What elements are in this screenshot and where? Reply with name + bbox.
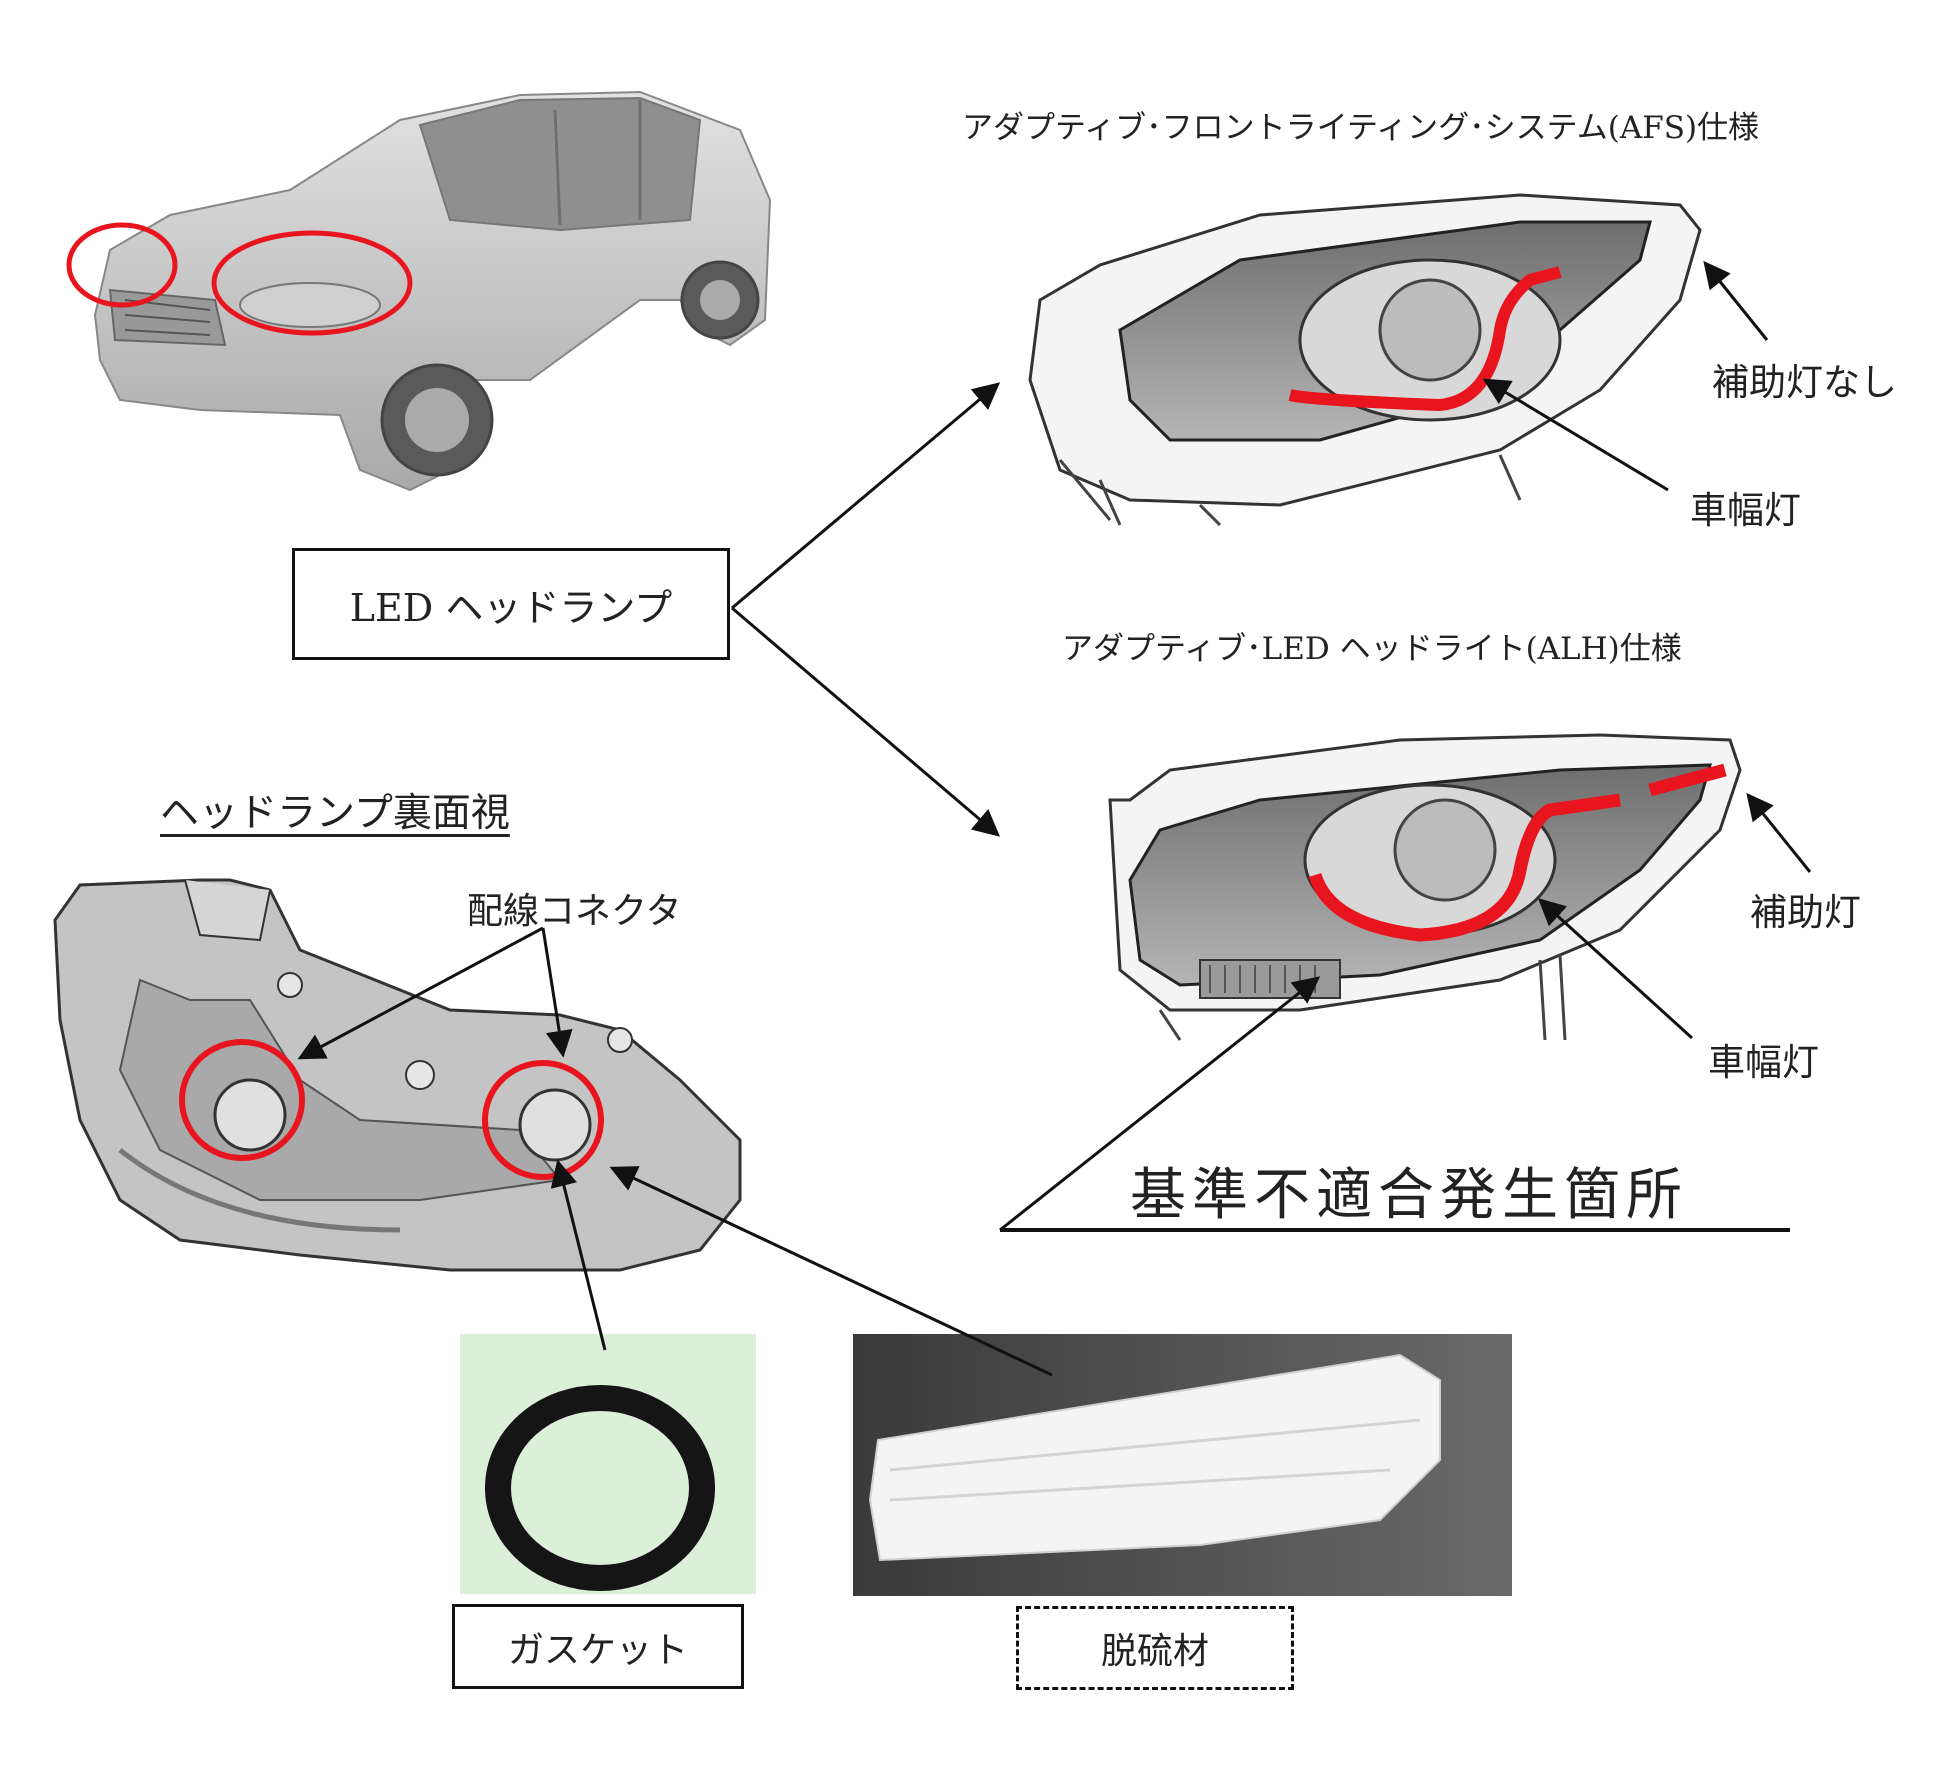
led-headlamp-label: LED ヘッドランプ	[349, 585, 673, 630]
connector-highlight-left	[179, 1039, 305, 1161]
connector-highlight-right	[482, 1060, 604, 1180]
afs-clearance-lamp-label: 車幅灯	[1690, 489, 1801, 532]
car-highlight-emblem	[66, 222, 178, 308]
arrow-aux-lamp	[1746, 792, 1812, 873]
desulfurizer-label: 脱硫材	[1100, 1631, 1209, 1672]
defect-leader-diagonal	[999, 976, 1321, 1232]
aux-lamp-label: 補助灯	[1750, 891, 1861, 934]
alh-clearance-lamp-highlight	[1308, 793, 1621, 942]
arrow-connector-right	[541, 927, 573, 1058]
desulfurizer-label-box: 脱硫材	[1016, 1606, 1294, 1690]
arrow-no-aux-lamp	[1703, 260, 1769, 341]
car-highlight-headlamp	[211, 230, 413, 336]
afs-title: アダプティブ･フロントライティング･システム(AFS)仕様	[962, 110, 1760, 146]
arrow-alh-clearance	[1538, 898, 1694, 1040]
arrow-gasket	[550, 1159, 607, 1351]
defect-location-label: 基準不適合発生箇所	[1130, 1163, 1688, 1228]
led-headlamp-box: LED ヘッドランプ	[292, 548, 730, 660]
rear-view-headlamp-illustration	[53, 878, 742, 1272]
afs-headlamp-illustration	[1028, 193, 1702, 527]
arrow-to-alh	[731, 606, 1001, 837]
alh-clearance-lamp-label: 車幅灯	[1708, 1041, 1819, 1084]
arrow-afs-clearance	[1482, 378, 1669, 492]
alh-aux-lamp-highlight	[1648, 763, 1727, 797]
afs-clearance-lamp-highlight	[1288, 266, 1562, 412]
arrow-connector-left	[297, 926, 544, 1060]
gasket-ring	[485, 1385, 715, 1591]
arrow-desulfurizer	[609, 1166, 1053, 1377]
gasket-label-box: ガスケット	[452, 1604, 744, 1689]
arrow-to-afs	[731, 382, 1001, 610]
desulfurizer-foam	[868, 1353, 1441, 1562]
no-aux-lamp-label: 補助灯なし	[1712, 361, 1897, 404]
car-illustration	[93, 90, 772, 492]
rear-view-title: ヘッドランプ裏面視	[160, 791, 510, 836]
alh-title: アダプティブ･LED ヘッドライト(ALH)仕様	[1062, 631, 1682, 667]
gasket-label: ガスケット	[507, 1629, 688, 1671]
connector-label: 配線コネクタ	[467, 891, 682, 932]
